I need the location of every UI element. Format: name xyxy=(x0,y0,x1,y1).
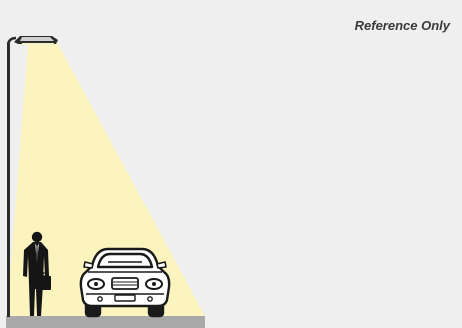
ground-strip xyxy=(6,316,205,328)
reference-only-label: Reference Only xyxy=(355,18,450,33)
car-icon xyxy=(81,249,169,316)
